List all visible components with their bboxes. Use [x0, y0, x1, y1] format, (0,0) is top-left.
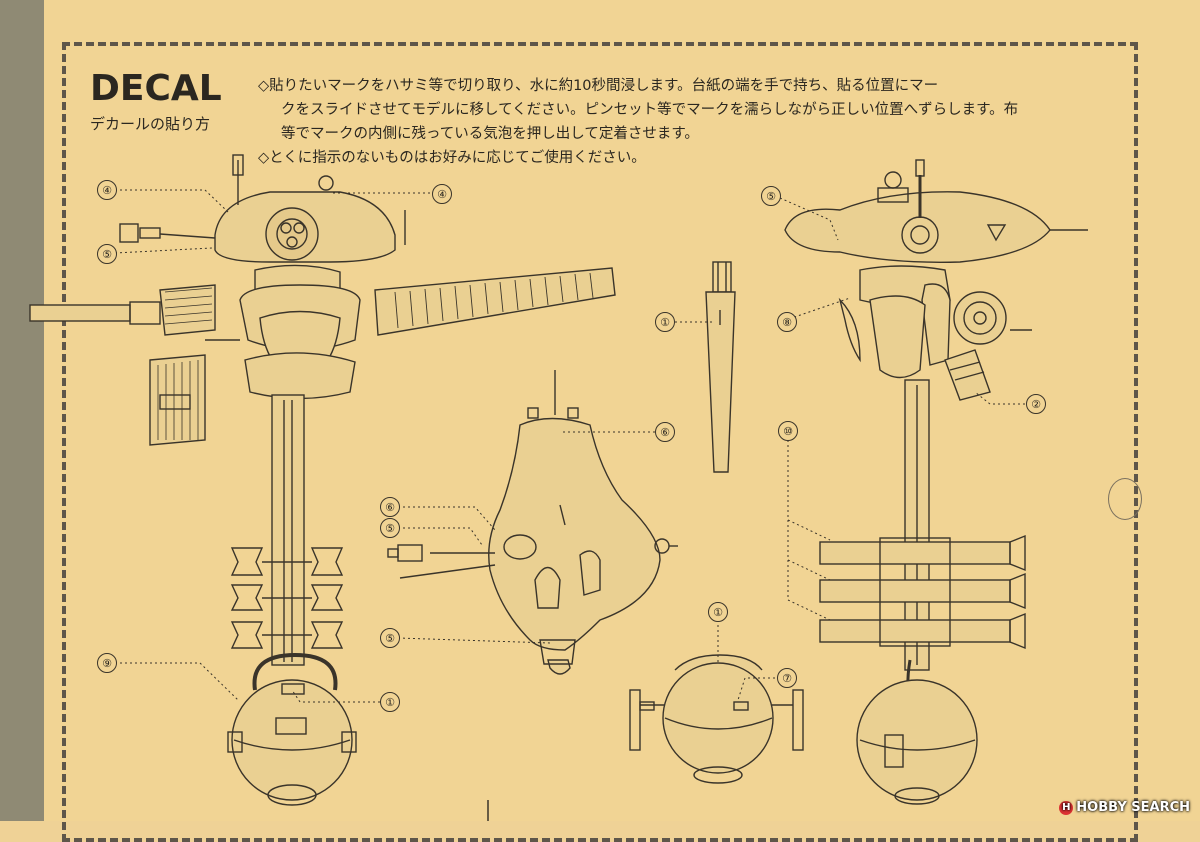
- left-pod-launchers: [230, 547, 344, 649]
- instruction-line: 等でマークの内側に残っている気泡を押し出して定着させます。: [281, 126, 699, 142]
- hobby-search-logo-icon: H: [1059, 800, 1074, 815]
- callout-decal-2: ②: [1026, 394, 1046, 414]
- right-figure-drawing: [784, 159, 1088, 805]
- callout-decal-4: ④: [97, 180, 117, 200]
- decal-title: DECAL: [90, 68, 222, 109]
- callout-decal-8: ⑧: [777, 312, 797, 332]
- callout-leaders: [114, 189, 1025, 703]
- callout-decal-5: ⑤: [761, 186, 781, 206]
- instruction-sheet: [44, 0, 1200, 821]
- model-line-drawings: [29, 154, 1088, 821]
- callout-decal-7: ⑦: [777, 668, 797, 688]
- callout-decal-5: ⑤: [380, 628, 400, 648]
- instruction-line: ◇とくに指示のないものはお好みに応じてご使用ください。: [258, 150, 646, 166]
- middle-ball-drawing: [629, 654, 804, 784]
- callout-decal-1: ①: [708, 602, 728, 622]
- right-missile-tubes: [819, 534, 1026, 650]
- callout-decal-1: ①: [655, 312, 675, 332]
- callout-decal-9: ⑨: [97, 653, 117, 673]
- callout-decal-1: ①: [380, 692, 400, 712]
- middle-body-drawing: [387, 370, 678, 675]
- watermark-text: HOBBY SEARCH: [1076, 800, 1190, 815]
- page-notch: [1108, 478, 1142, 520]
- left-figure-drawing: [29, 154, 616, 806]
- instruction-line: クをスライドさせてモデルに移してください。ピンセット等でマークを濡らしながら正し…: [281, 102, 1019, 118]
- callout-decal-6: ⑥: [380, 497, 400, 517]
- instruction-line: ◇貼りたいマークをハサミ等で切り取り、水に約10秒間浸します。台紙の端を手で持ち…: [258, 78, 939, 94]
- decal-instructions: ◇貼りたいマークをハサミ等で切り取り、水に約10秒間浸します。台紙の端を手で持ち…: [258, 74, 1078, 170]
- left-edge-stripe: [0, 0, 44, 821]
- callout-decal-10: ⑩: [778, 421, 798, 441]
- decal-subtitle: デカールの貼り方: [90, 115, 211, 133]
- callout-decal-4: ④: [432, 184, 452, 204]
- callout-decal-5: ⑤: [97, 244, 117, 264]
- middle-part-drawing: [705, 261, 736, 473]
- callout-decal-5: ⑤: [380, 518, 400, 538]
- callout-decal-6: ⑥: [655, 422, 675, 442]
